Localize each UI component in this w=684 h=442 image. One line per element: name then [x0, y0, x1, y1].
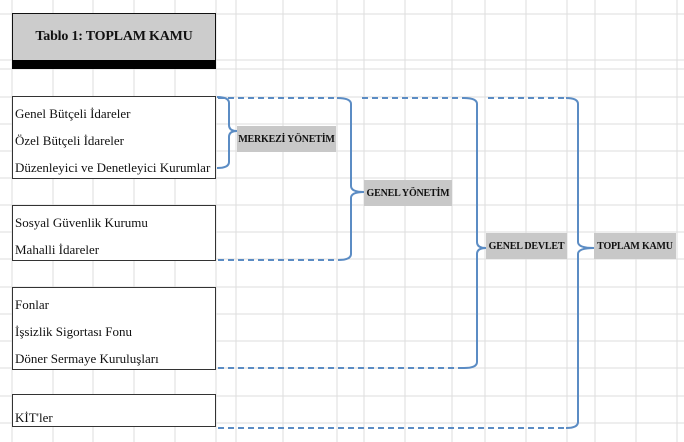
list-item: Fonlar	[15, 297, 49, 312]
list-item: Sosyal Güvenlik Kurumu	[15, 215, 148, 230]
label-toplam-kamu: TOPLAM KAMU	[594, 233, 676, 259]
label-genel-devlet: GENEL DEVLET	[486, 233, 567, 259]
group-kit: KİT'ler	[12, 394, 216, 427]
title-underline-bar	[12, 60, 216, 69]
table-title: Tablo 1: TOPLAM KAMU	[12, 13, 216, 60]
list-item: Mahalli İdareler	[15, 242, 100, 257]
label-merkezi-yonetim: MERKEZİ YÖNETİM	[237, 126, 336, 152]
list-item: Genel Bütçeli İdareler	[15, 106, 131, 121]
group-sgk-mahalli: Sosyal Güvenlik Kurumu Mahalli İdareler	[12, 205, 216, 261]
list-item: İşsizlik Sigortası Fonu	[15, 324, 133, 339]
list-item: KİT'ler	[15, 410, 53, 425]
group-fonlar: Fonlar İşsizlik Sigortası Fonu Döner Ser…	[12, 287, 216, 370]
list-item: Özel Bütçeli İdareler	[15, 133, 124, 148]
group-merkezi-yonetim: Genel Bütçeli İdareler Özel Bütçeli İdar…	[12, 96, 216, 179]
list-item: Döner Sermaye Kuruluşları	[15, 351, 159, 366]
label-genel-yonetim: GENEL YÖNETİM	[364, 180, 452, 206]
list-item: Düzenleyici ve Denetleyici Kurumlar	[15, 160, 211, 175]
